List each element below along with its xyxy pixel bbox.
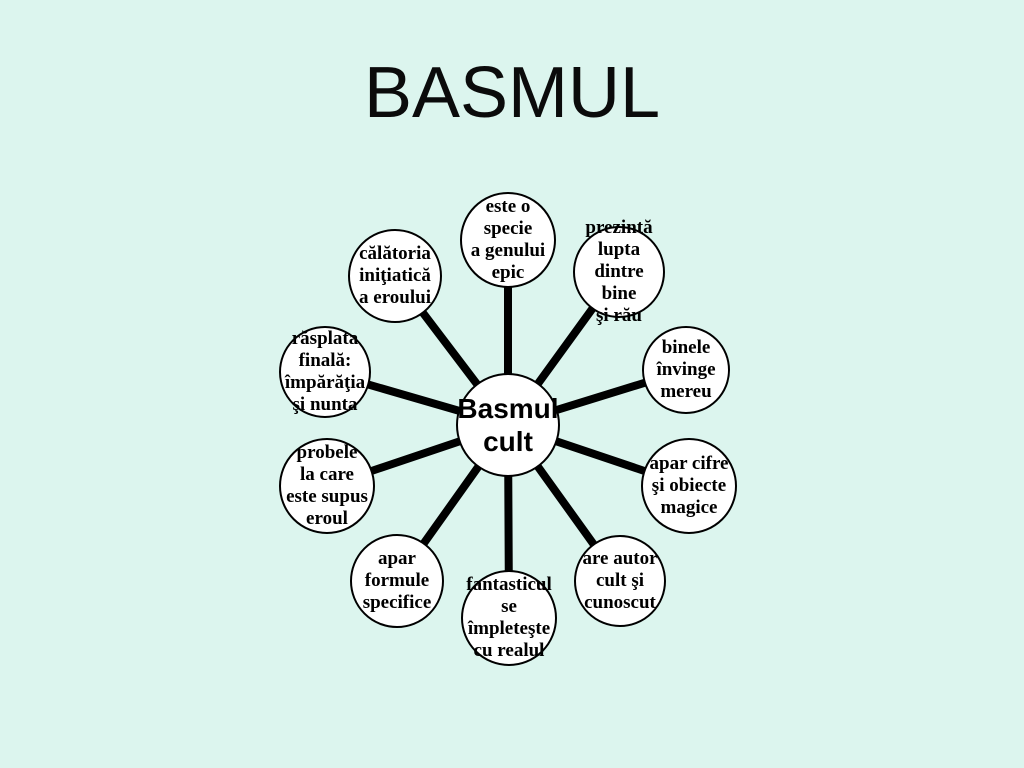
node-cifre-obiecte: apar cifre şi obiecte magice — [641, 438, 737, 534]
node-label: răsplata finală: împărăţia şi nunta — [284, 328, 366, 415]
node-probele-eroului: probele la care este supus eroul — [279, 438, 375, 534]
center-node-basmul-cult: Basmul cult — [456, 373, 560, 477]
node-rasplata-finala: răsplata finală: împărăţia şi nunta — [279, 326, 371, 418]
node-label: apar cifre şi obiecte magice — [649, 453, 729, 518]
node-label: probele la care este supus eroul — [286, 442, 368, 529]
node-binele-invinge: binele învinge mereu — [642, 326, 730, 414]
node-lupta-bine-rau: prezintă lupta dintre bine şi rău — [573, 217, 665, 326]
node-calatoria-initiatica: călătoria iniţiatică a eroului — [348, 229, 442, 323]
page-title: BASMUL — [363, 53, 661, 133]
node-formule-specifice: apar formule specifice — [350, 534, 444, 628]
node-label: binele învinge mereu — [656, 337, 716, 402]
node-specie-gen-epic: este o specie a genului epic — [460, 192, 556, 288]
node-label: apar formule specifice — [362, 548, 432, 613]
node-label: fantasticul se împleteşte cu realul — [466, 574, 552, 661]
node-label: călătoria iniţiatică a eroului — [359, 243, 431, 308]
node-fantastic-real: fantasticul se împleteşte cu realul — [461, 570, 557, 666]
node-label: prezintă lupta dintre bine şi rău — [585, 217, 653, 326]
node-autor-cult: are autor cult şi cunoscut — [574, 535, 666, 627]
center-node-label: Basmul cult — [457, 392, 559, 457]
node-label: este o specie a genului epic — [470, 196, 546, 283]
node-label: are autor cult şi cunoscut — [582, 548, 658, 613]
